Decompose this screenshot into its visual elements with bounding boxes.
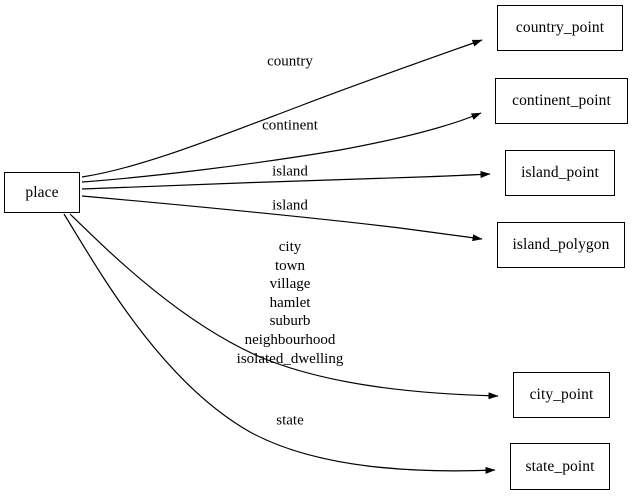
node-continent_point[interactable]: continent_point	[495, 78, 628, 124]
node-label: island_point	[521, 164, 599, 182]
node-label: island_polygon	[512, 236, 610, 254]
node-island_point[interactable]: island_point	[505, 150, 615, 196]
node-city_point[interactable]: city_point	[513, 372, 610, 418]
node-island_polygon[interactable]: island_polygon	[497, 222, 625, 268]
edge-label-place-to-island_polygon: island	[272, 197, 308, 214]
node-label: state_point	[525, 457, 595, 475]
edge-place-to-state_point	[63, 213, 496, 474]
node-label: continent_point	[512, 92, 611, 110]
node-label: place	[25, 183, 59, 201]
edge-place-to-city_point	[69, 213, 499, 400]
node-state_point[interactable]: state_point	[510, 443, 610, 490]
node-country_point[interactable]: country_point	[497, 5, 623, 51]
node-label: city_point	[529, 386, 594, 404]
edge-label-place-to-city_point: city town village hamlet suburb neighbou…	[236, 238, 344, 367]
edge-place-to-island_polygon	[81, 195, 483, 242]
edge-label-place-to-continent_point: continent	[262, 117, 318, 134]
edge-place-to-country_point	[81, 39, 483, 178]
node-place[interactable]: place	[4, 172, 80, 213]
edge-label-place-to-country_point: country	[267, 53, 313, 70]
edge-label-place-to-island_point: island	[272, 163, 308, 180]
edge-label-place-to-state_point: state	[276, 412, 304, 429]
edge-place-to-island_point	[81, 170, 491, 190]
edge-place-to-continent_point	[81, 112, 482, 183]
node-label: country_point	[515, 19, 605, 37]
